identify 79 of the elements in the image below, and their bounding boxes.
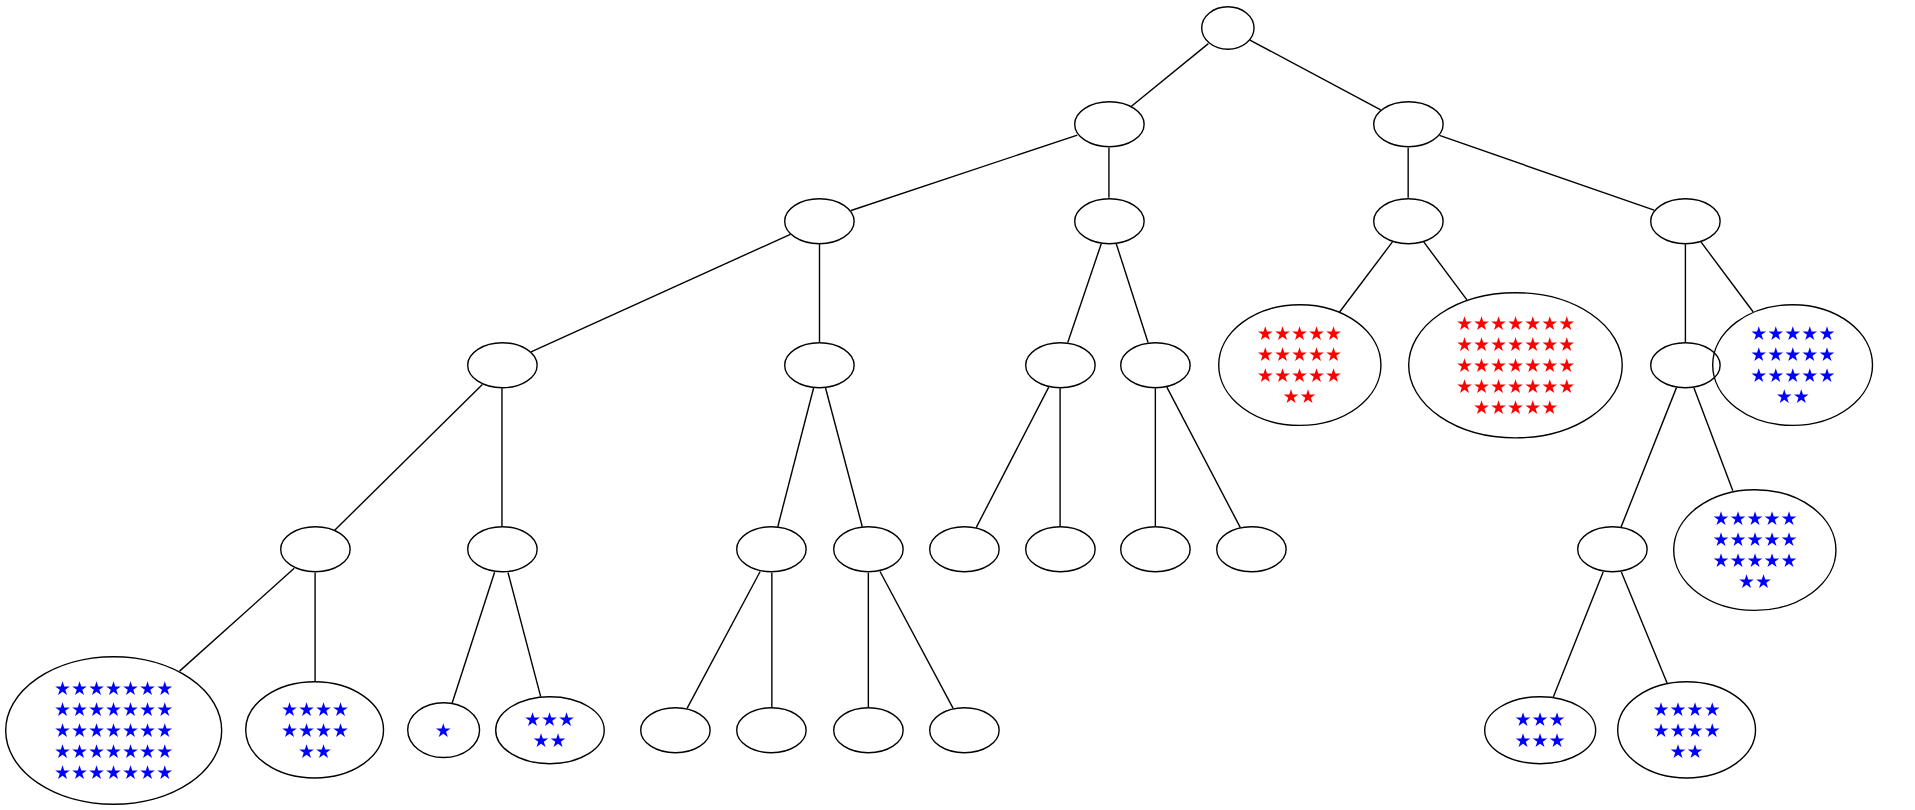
- ellipse-node: [1200, 6, 1255, 51]
- star-rating: ★★★★ ★★★★ ★★: [1652, 698, 1721, 762]
- connector-line: [1154, 387, 1157, 528]
- ellipse-node: [1576, 526, 1648, 573]
- star-rating: ★★★★★ ★★★★★ ★★★★★ ★★: [1750, 323, 1836, 408]
- ellipse-node: [929, 526, 1001, 573]
- star-ellipse-node: [1217, 304, 1382, 427]
- ellipse-node: [929, 707, 1001, 754]
- connector-line: [1166, 386, 1242, 529]
- connector-line: [451, 571, 496, 704]
- star-ellipse-node: [1617, 681, 1757, 780]
- connector-line: [879, 570, 954, 710]
- star-ellipse-node: [4, 655, 223, 805]
- ellipse-node: [784, 341, 855, 389]
- connector-line: [530, 233, 792, 353]
- ellipse-node: [639, 707, 711, 754]
- connector-line: [1620, 571, 1668, 685]
- connector-line: [501, 387, 503, 528]
- ellipse-node: [736, 707, 808, 754]
- ellipse-node: [1024, 341, 1096, 389]
- connector-line: [1115, 243, 1149, 344]
- star-ellipse-node: [494, 696, 605, 765]
- connector-line: [314, 572, 316, 683]
- ellipse-node: [736, 526, 808, 573]
- connector-line: [1684, 243, 1687, 343]
- ellipse-node: [1073, 197, 1145, 245]
- ellipse-node: [1216, 526, 1288, 573]
- star-ellipse-node: [406, 702, 480, 759]
- star-ellipse-node: [1712, 304, 1874, 427]
- connector-line: [1249, 39, 1382, 111]
- connector-line: [771, 572, 773, 708]
- ellipse-node: [1119, 526, 1191, 573]
- star-ellipse-node: [1673, 488, 1837, 611]
- ellipse-node: [466, 526, 538, 573]
- connector-line: [178, 567, 295, 672]
- ellipse-node: [784, 197, 855, 245]
- connector-line: [1059, 387, 1061, 528]
- connector-line: [818, 243, 821, 343]
- star-rating: ★★★★★ ★★★★★ ★★★★★ ★★: [1712, 507, 1798, 592]
- ellipse-node: [1649, 341, 1721, 389]
- star-rating: ★★★ ★★: [524, 709, 576, 752]
- connector-line: [507, 571, 542, 698]
- ellipse-node: [279, 526, 351, 573]
- ellipse-node: [1372, 101, 1444, 148]
- ellipse-node: [1073, 101, 1145, 148]
- star-rating: ★★★★★★★ ★★★★★★★ ★★★★★★★ ★★★★★★★ ★★★★★★★: [53, 677, 174, 783]
- star-ellipse-node: [245, 681, 385, 780]
- connector-line: [1423, 241, 1468, 301]
- connector-line: [1067, 243, 1102, 344]
- connector-line: [1552, 571, 1604, 698]
- star-ellipse-node: [1408, 291, 1624, 439]
- star-ellipse-node: [1483, 696, 1597, 765]
- ellipse-node: [1372, 197, 1444, 245]
- connector-line: [777, 387, 815, 528]
- connector-line: [824, 387, 863, 528]
- connector-line: [334, 383, 484, 531]
- ellipse-node: [466, 341, 538, 389]
- star-rating: ★★★★★★★ ★★★★★★★ ★★★★★★★ ★★★★★★★ ★★★★★: [1456, 312, 1576, 418]
- star-rating: ★★★★ ★★★★ ★★: [281, 698, 350, 762]
- star-rating: ★: [434, 719, 452, 741]
- connector-line: [1130, 42, 1210, 108]
- connector-line: [867, 572, 870, 708]
- connector-line: [1407, 147, 1409, 199]
- connector-line: [975, 386, 1050, 529]
- ellipse-node: [1119, 341, 1191, 389]
- connector-line: [1700, 241, 1754, 313]
- star-rating: ★★★★★ ★★★★★ ★★★★★ ★★: [1256, 323, 1343, 408]
- ellipse-node: [832, 526, 904, 573]
- ellipse-node: [832, 707, 904, 754]
- connector-line: [1620, 386, 1678, 528]
- connector-line: [1108, 147, 1110, 199]
- ellipse-node: [1024, 526, 1096, 573]
- connector-line: [850, 134, 1079, 212]
- ellipse-node: [1649, 197, 1721, 245]
- connector-line: [1693, 387, 1734, 492]
- star-rating: ★★★ ★★★: [1514, 709, 1566, 752]
- connector-line: [1438, 134, 1655, 211]
- connector-line: [1338, 241, 1394, 313]
- connector-line: [686, 570, 761, 710]
